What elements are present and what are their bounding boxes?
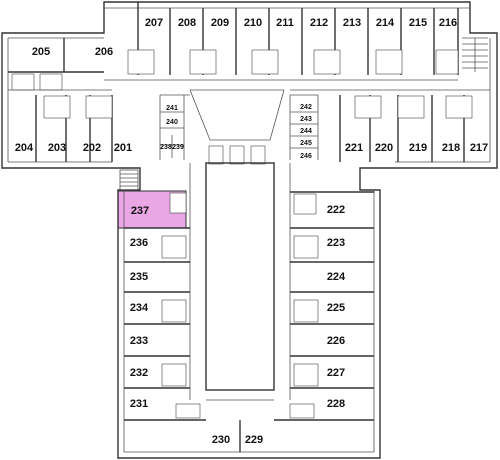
room-242-label[interactable]: 242 [300,104,312,111]
south-wing [124,162,374,452]
room-233-label[interactable]: 233 [130,335,148,347]
room-222-label[interactable]: 222 [327,204,345,216]
room-244-label[interactable]: 244 [300,128,312,135]
room-208-label[interactable]: 208 [178,17,196,29]
room-labels: 205 206 207 208 209 210 211 212 213 214 … [15,17,488,446]
room-214-label[interactable]: 214 [376,17,395,29]
stair-west-icon [119,169,139,191]
room-215-label[interactable]: 215 [409,17,427,29]
room-202-label[interactable]: 202 [83,142,101,154]
room-220-label[interactable]: 220 [375,142,393,154]
room-241-label[interactable]: 241 [166,105,178,112]
room-235-label[interactable]: 235 [130,271,148,283]
room-238-label[interactable]: 238 [160,144,172,151]
room-245-label[interactable]: 245 [300,140,312,147]
room-239-label[interactable]: 239 [172,144,184,151]
room-203-label[interactable]: 203 [48,142,66,154]
room-243-label[interactable]: 243 [300,116,312,123]
room-217-label[interactable]: 217 [470,142,488,154]
room-224-label[interactable]: 224 [327,271,346,283]
west-row-rooms [8,89,113,162]
room-226-label[interactable]: 226 [327,335,345,347]
room-213-label[interactable]: 213 [343,17,361,29]
room-209-label[interactable]: 209 [211,17,229,29]
room-246-label[interactable]: 246 [300,153,312,160]
room-240-label[interactable]: 240 [166,119,178,126]
stair-northeast-icon [462,37,488,72]
room-237-label[interactable]: 237 [131,205,149,217]
northwest-rooms [8,38,104,91]
room-206-label[interactable]: 206 [95,46,113,58]
central-core [119,89,319,191]
room-236-label[interactable]: 236 [130,237,148,249]
room-219-label[interactable]: 219 [409,142,427,154]
room-205-label[interactable]: 205 [32,46,50,58]
room-207-label[interactable]: 207 [145,17,163,29]
north-row-rooms [104,2,488,81]
room-218-label[interactable]: 218 [442,142,460,154]
room-228-label[interactable]: 228 [327,398,345,410]
east-row-rooms [290,89,490,162]
room-225-label[interactable]: 225 [327,302,345,314]
room-232-label[interactable]: 232 [130,367,148,379]
room-221-label[interactable]: 221 [345,142,363,154]
room-216-label[interactable]: 216 [439,17,457,29]
room-223-label[interactable]: 223 [327,237,345,249]
room-227-label[interactable]: 227 [327,367,345,379]
room-211-label[interactable]: 211 [276,17,294,29]
room-229-label[interactable]: 229 [245,434,263,446]
room-231-label[interactable]: 231 [130,398,148,410]
room-230-label[interactable]: 230 [212,434,230,446]
room-201-label[interactable]: 201 [114,142,132,154]
room-210-label[interactable]: 210 [244,17,262,29]
room-204-label[interactable]: 204 [15,142,34,154]
room-212-label[interactable]: 212 [310,17,328,29]
room-234-label[interactable]: 234 [130,302,149,314]
